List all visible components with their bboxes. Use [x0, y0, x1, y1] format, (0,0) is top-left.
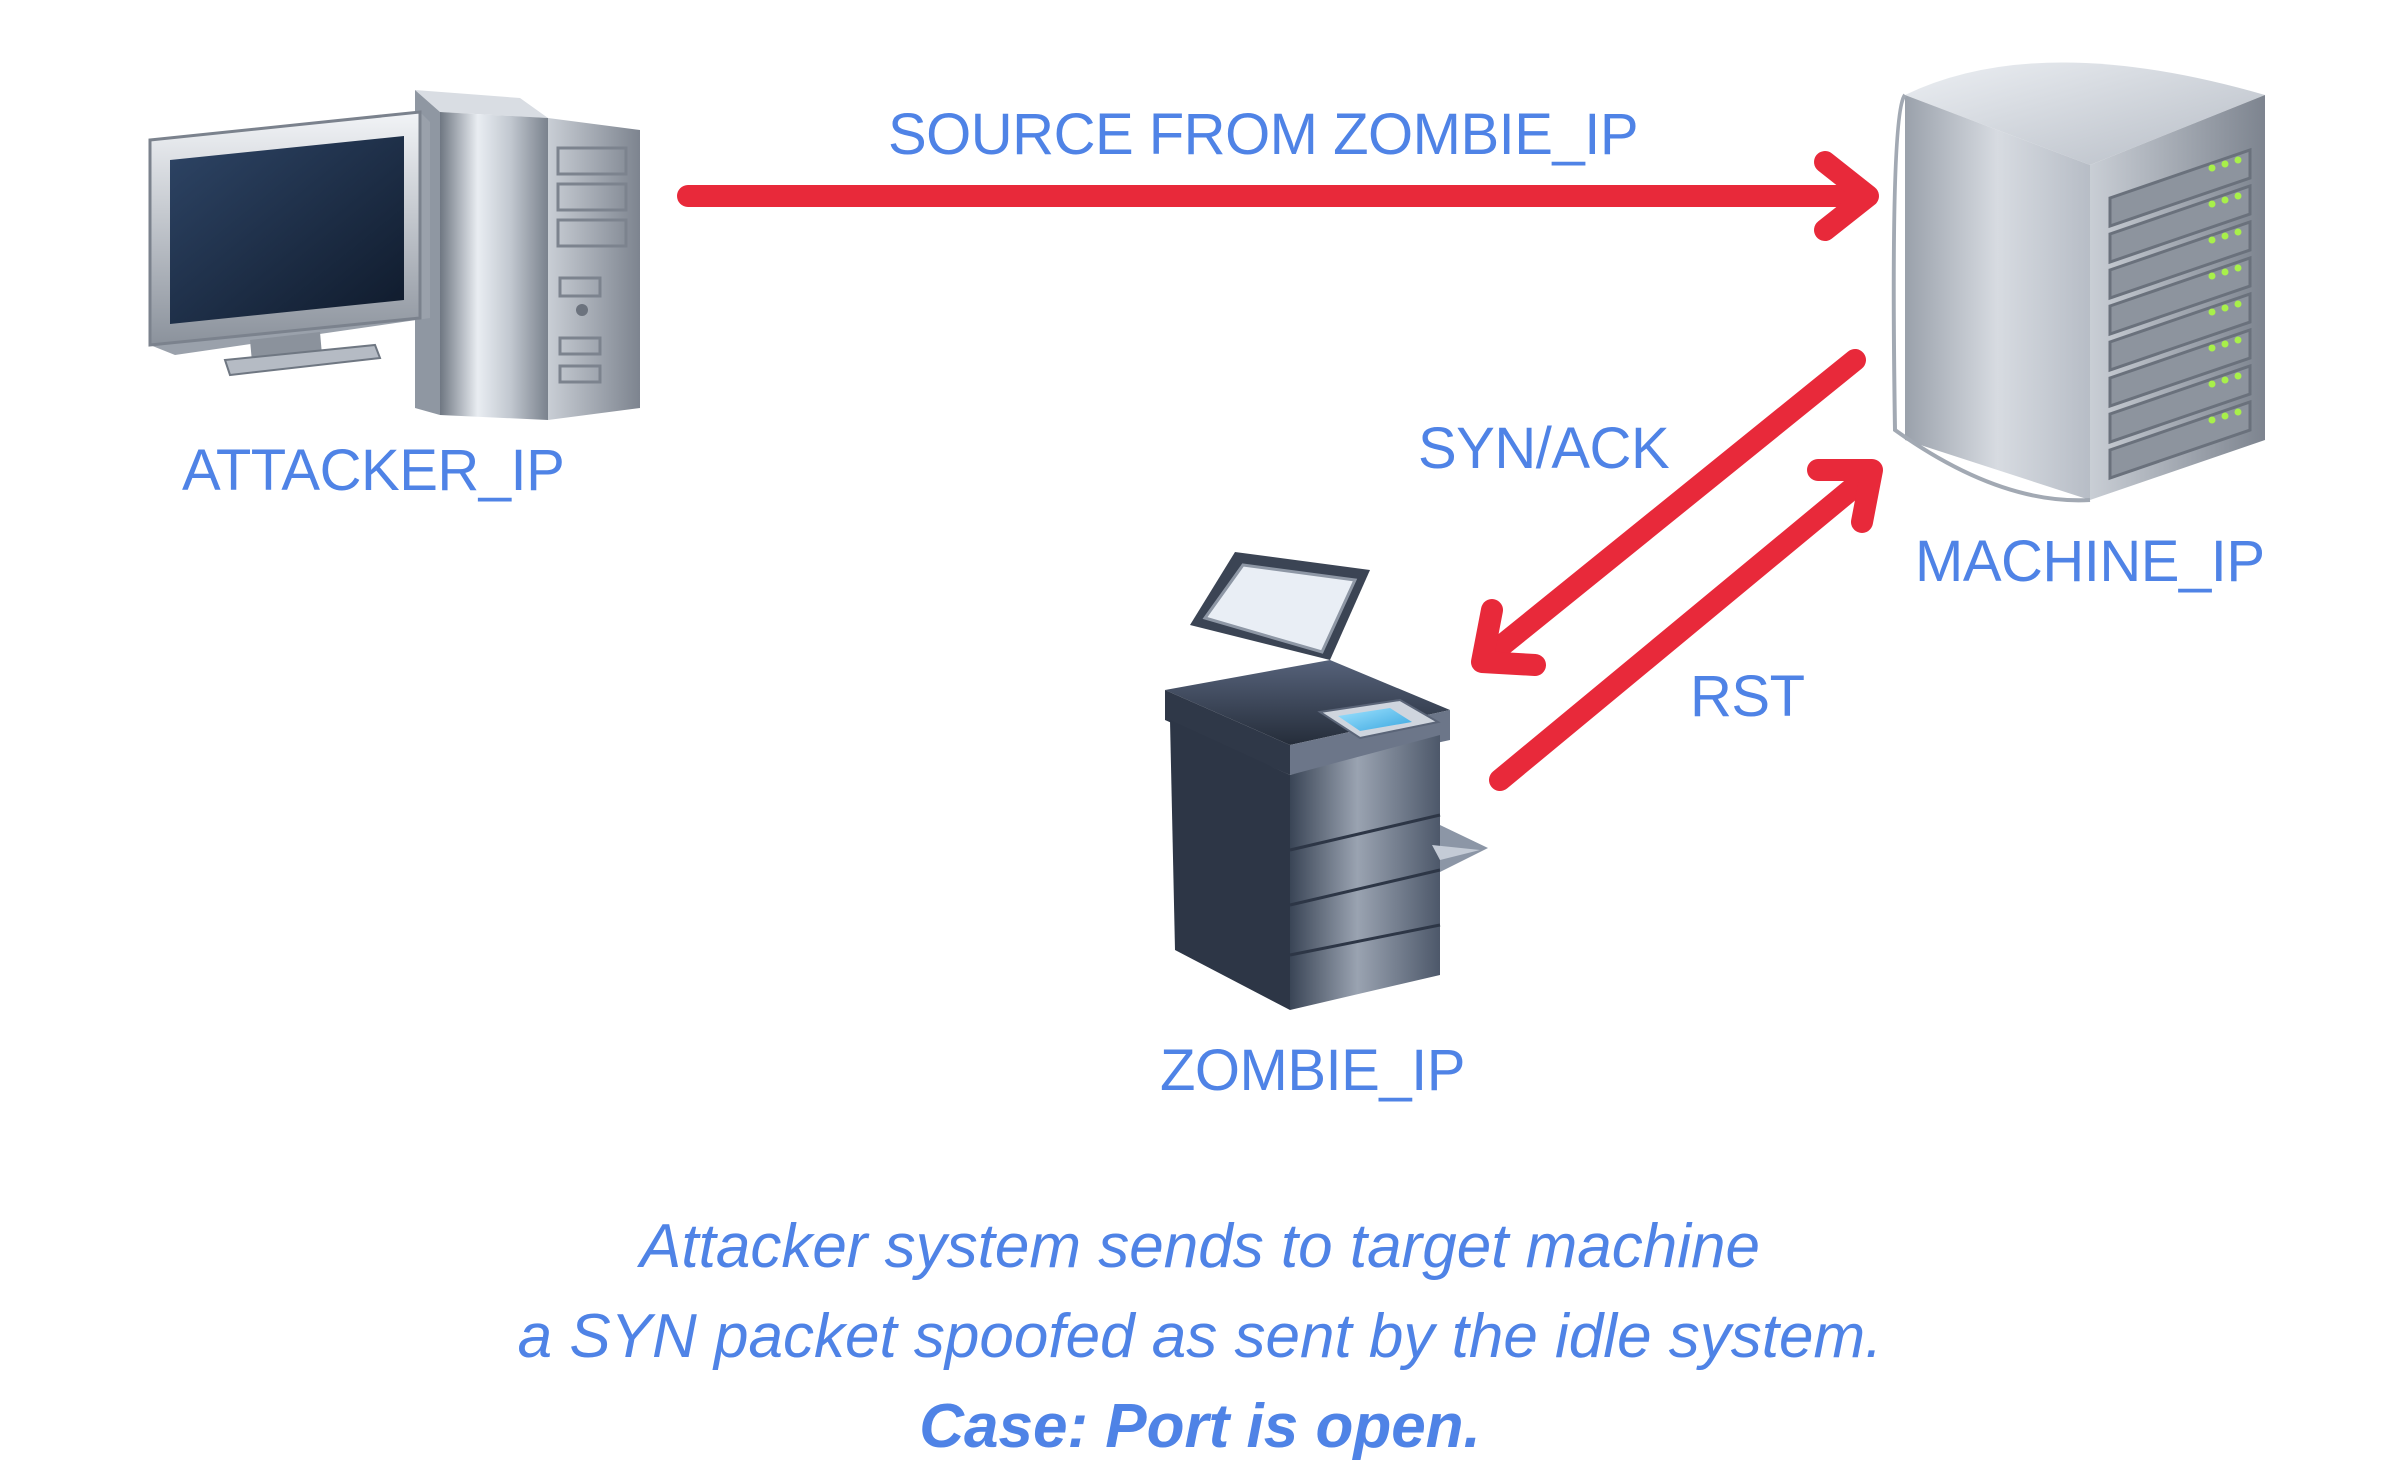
desktop-computer-icon: [148, 90, 640, 420]
caption-line-3: Case: Port is open.: [919, 1392, 1481, 1461]
node-label-machine: MACHINE_IP: [1915, 529, 2265, 594]
arrow-source-from-zombie: [677, 151, 1879, 241]
edge-label-rst: RST: [1690, 664, 1805, 729]
arrow-rst: [1489, 459, 1883, 791]
server-tower-icon: [1891, 62, 2265, 503]
edge-label-syn-ack: SYN/ACK: [1418, 416, 1670, 481]
printer-copier-icon: [1165, 552, 1488, 1010]
node-label-zombie: ZOMBIE_IP: [1160, 1038, 1465, 1103]
node-label-attacker: ATTACKER_IP: [182, 438, 565, 503]
caption-line-1: Attacker system sends to target machine: [640, 1212, 1760, 1281]
caption-line-2: a SYN packet spoofed as sent by the idle…: [517, 1302, 1883, 1371]
edge-label-source-from-zombie: SOURCE FROM ZOMBIE_IP: [888, 102, 1639, 167]
arrow-syn-ack: [1471, 349, 1866, 676]
